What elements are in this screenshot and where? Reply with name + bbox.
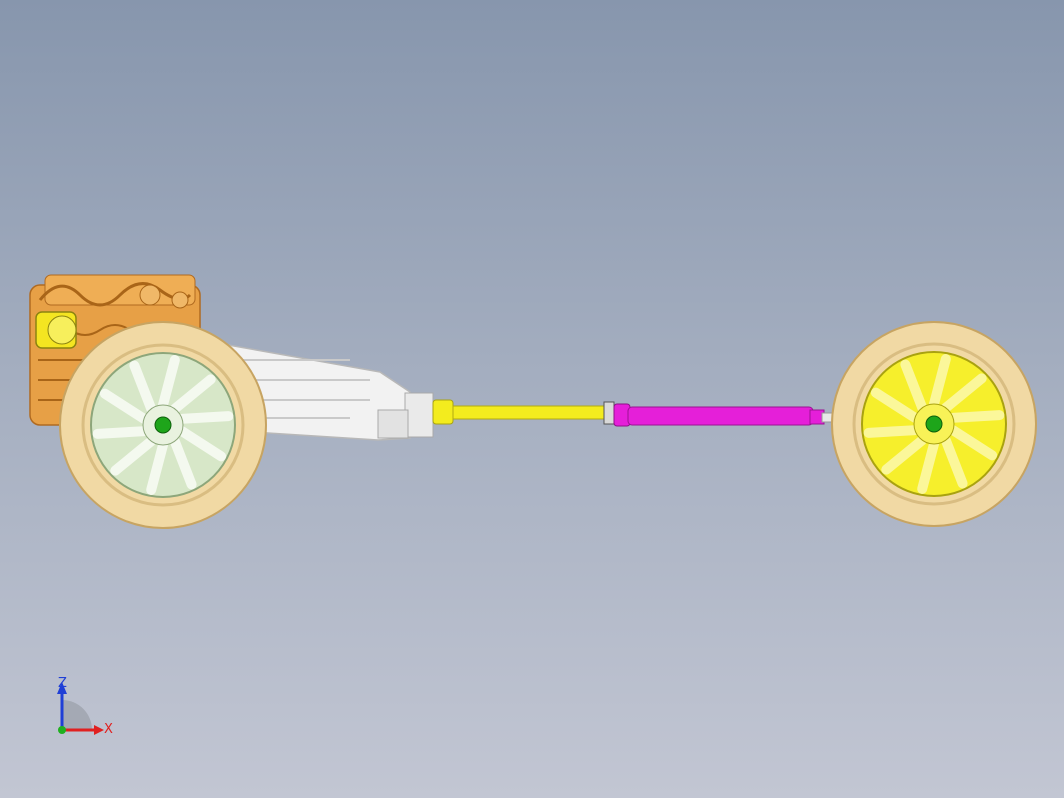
y-axis-dot-icon (58, 726, 66, 734)
wheel-spoke (929, 354, 951, 409)
wheel-spoke (948, 410, 1005, 423)
wheel-spoke (146, 440, 168, 495)
wheel-spoke (110, 436, 157, 476)
wheel-spoke (177, 426, 227, 462)
front-driveshaft[interactable] (432, 399, 615, 425)
wheel-spoke (169, 374, 216, 414)
wheel-spoke (900, 359, 928, 413)
rear-hub (925, 415, 943, 433)
front-hub (154, 416, 172, 434)
wheel-spoke (948, 425, 998, 461)
wheel-spoke (870, 387, 920, 423)
front-wheel[interactable] (59, 321, 267, 529)
wheel-spoke (99, 388, 149, 424)
triad-plane-icon (62, 700, 92, 730)
z-axis-label: Z (58, 676, 67, 691)
wheel-spoke (881, 435, 928, 475)
wheel-spoke (169, 436, 197, 490)
rear-wheel[interactable] (831, 321, 1037, 527)
axis-triad: Z X (40, 670, 130, 750)
wheel-spoke (92, 426, 149, 439)
wheel-spoke (940, 435, 968, 489)
wheel-spoke (129, 360, 157, 414)
wheel-spoke (863, 425, 920, 438)
wheel-spoke (940, 373, 987, 413)
wheel-spoke (158, 355, 180, 410)
x-axis-label: X (104, 722, 113, 737)
wheel-spoke (177, 411, 234, 424)
wheel-spoke (917, 439, 939, 494)
rear-driveshaft[interactable] (613, 403, 841, 427)
